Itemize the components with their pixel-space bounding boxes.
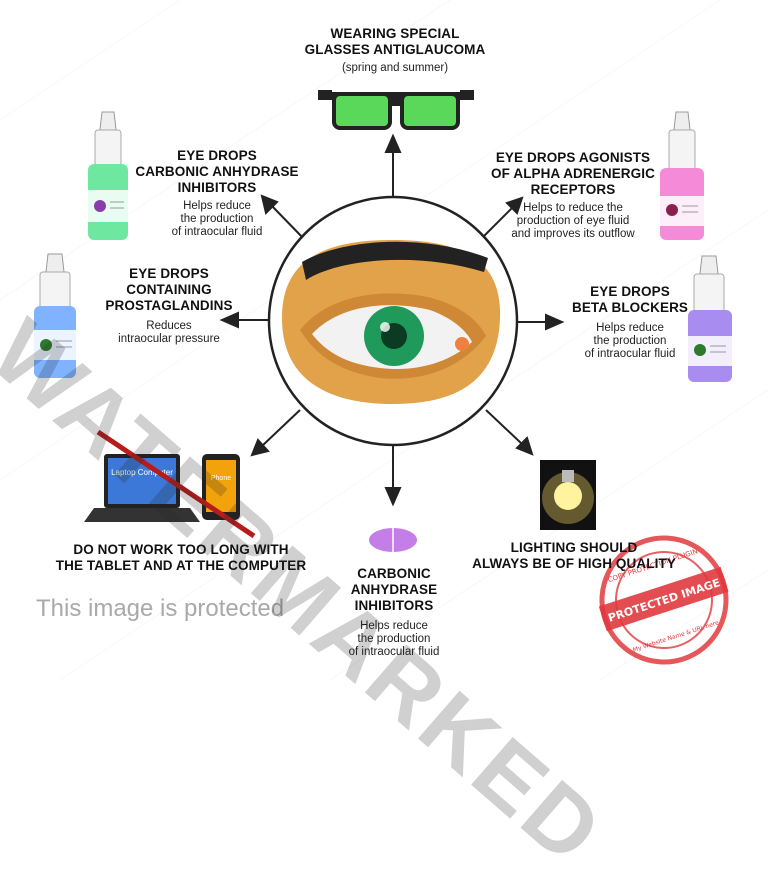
purple-eye-drop-bottle-icon xyxy=(688,255,732,382)
glasses-desc-line: (spring and summer) xyxy=(341,62,449,74)
alpha-drops-title-line: EYE DROPS AGONISTS xyxy=(495,150,651,165)
carbonic-drops-title-line: EYE DROPS xyxy=(177,148,257,163)
crossed-out-laptop-and-phone-icon: Laptop Computer Phone xyxy=(84,429,256,539)
green-glasses-icon xyxy=(318,90,474,130)
glasses-title-line: GLASSES ANTIGLAUCOMA xyxy=(304,42,486,57)
arrow-up-left xyxy=(260,194,306,241)
carbonic-drops-title-line: INHIBITORS xyxy=(177,180,257,195)
arrow-up-right xyxy=(479,196,524,241)
alpha-drops-desc-line: production of eye fluid xyxy=(516,215,630,227)
arrow-down xyxy=(384,445,402,507)
glaucoma-diagram: Laptop Computer Phone PROTECTED IMAGE CO… xyxy=(34,90,732,665)
beta-blockers-desc-line: of intraocular fluid xyxy=(584,348,676,360)
prostaglandins-desc-line: intraocular pressure xyxy=(118,333,220,345)
arrow-up xyxy=(384,133,402,196)
stamp-bottom-text: My Website Name & URL here xyxy=(632,619,720,654)
prostaglandins-desc-line: Reduces xyxy=(146,320,192,332)
beta-blockers-title-line: BETA BLOCKERS xyxy=(571,300,689,315)
pill-desc-line: the production xyxy=(357,633,431,645)
protected-notice: This image is protected xyxy=(36,595,285,622)
alpha-drops-title-line: OF ALPHA ADRENERGIC xyxy=(491,166,655,181)
devices-title-line: THE TABLET AND AT THE COMPUTER xyxy=(55,558,307,573)
arrow-down-left xyxy=(250,409,301,457)
carbonic-drops-desc-line: the production xyxy=(180,213,254,225)
pill-title-line: INHIBITORS xyxy=(354,598,434,613)
laptop-screen-text: Laptop Computer xyxy=(111,468,173,477)
pink-eye-drop-bottle-icon xyxy=(660,111,704,240)
prostaglandins-title-line: CONTAINING xyxy=(126,282,212,297)
center-eye-circle xyxy=(267,195,519,447)
lighting-title-line: LIGHTING SHOULD xyxy=(510,540,638,555)
beta-blockers-title-line: EYE DROPS xyxy=(590,284,670,299)
alpha-drops-desc-line: and improves its outflow xyxy=(511,228,635,240)
purple-pill-icon xyxy=(369,528,417,552)
glasses-title-line: WEARING SPECIAL xyxy=(330,26,460,41)
prostaglandins-title-line: EYE DROPS xyxy=(129,266,209,281)
carbonic-drops-title-line: CARBONIC ANHYDRASE xyxy=(135,164,299,179)
carbonic-drops-desc-line: Helps reduce xyxy=(183,200,251,212)
arrows xyxy=(219,133,565,507)
lighting-title-line: ALWAYS BE OF HIGH QUALITY xyxy=(472,556,676,571)
light-bulb-icon xyxy=(540,460,596,530)
carbonic-drops-desc-line: of intraocular fluid xyxy=(171,226,263,238)
beta-blockers-desc-line: Helps reduce xyxy=(596,322,664,334)
prostaglandins-title-line: PROSTAGLANDINS xyxy=(105,298,233,313)
pill-title-line: ANHYDRASE xyxy=(350,582,438,597)
blue-eye-drop-bottle-icon xyxy=(34,253,76,378)
alpha-drops-title-line: RECEPTORS xyxy=(530,182,616,197)
green-eye-drop-bottle-icon xyxy=(88,111,128,240)
arrow-down-right xyxy=(485,409,534,456)
eye-icon xyxy=(282,240,501,404)
pill-title-line: CARBONIC xyxy=(357,566,431,581)
phone-screen-text: Phone xyxy=(211,475,231,482)
pill-desc-line: Helps reduce xyxy=(360,620,428,632)
beta-blockers-desc-line: the production xyxy=(593,335,667,347)
devices-title-line: DO NOT WORK TOO LONG WITH xyxy=(73,542,289,557)
pill-desc-line: of intraocular fluid xyxy=(348,646,440,658)
alpha-drops-desc-line: Helps to reduce the xyxy=(523,202,623,214)
